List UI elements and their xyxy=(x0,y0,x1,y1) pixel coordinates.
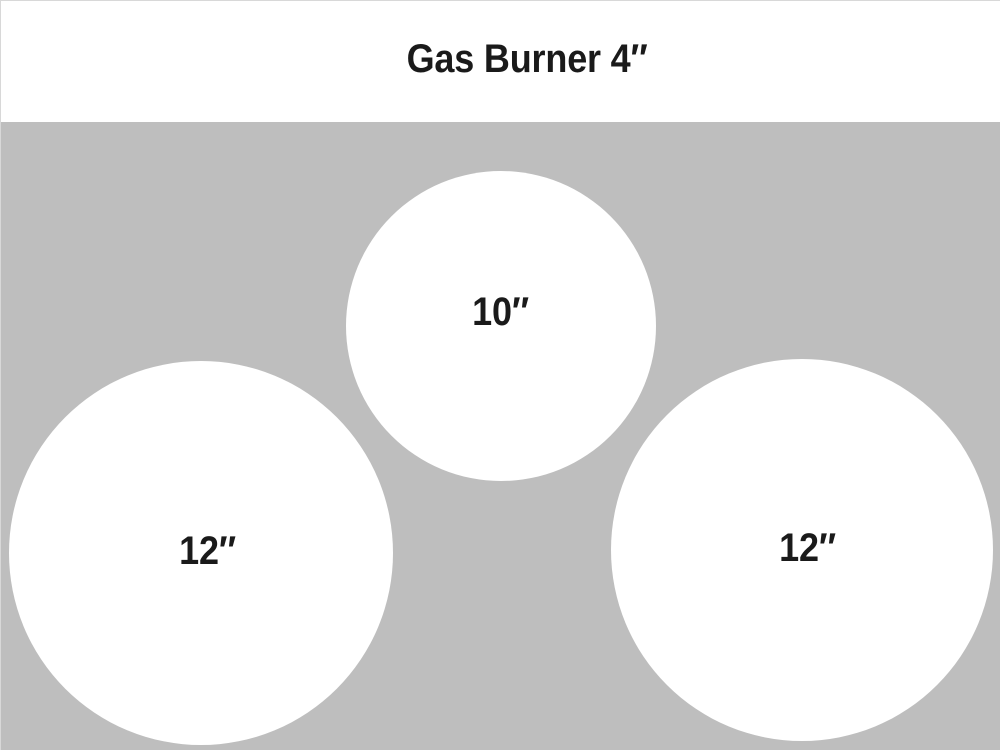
page-title: Gas Burner 4″ xyxy=(406,37,648,81)
burner-label-right: 12″ xyxy=(779,526,837,570)
burner-circle-top[interactable]: 10″ xyxy=(346,171,656,481)
burner-label-left: 12″ xyxy=(179,529,237,573)
burner-label-top: 10″ xyxy=(472,290,530,334)
burner-circle-left[interactable]: 12″ xyxy=(9,361,393,745)
burner-circle-right[interactable]: 12″ xyxy=(611,359,993,741)
header-band: Gas Burner 4″ xyxy=(1,1,1000,122)
